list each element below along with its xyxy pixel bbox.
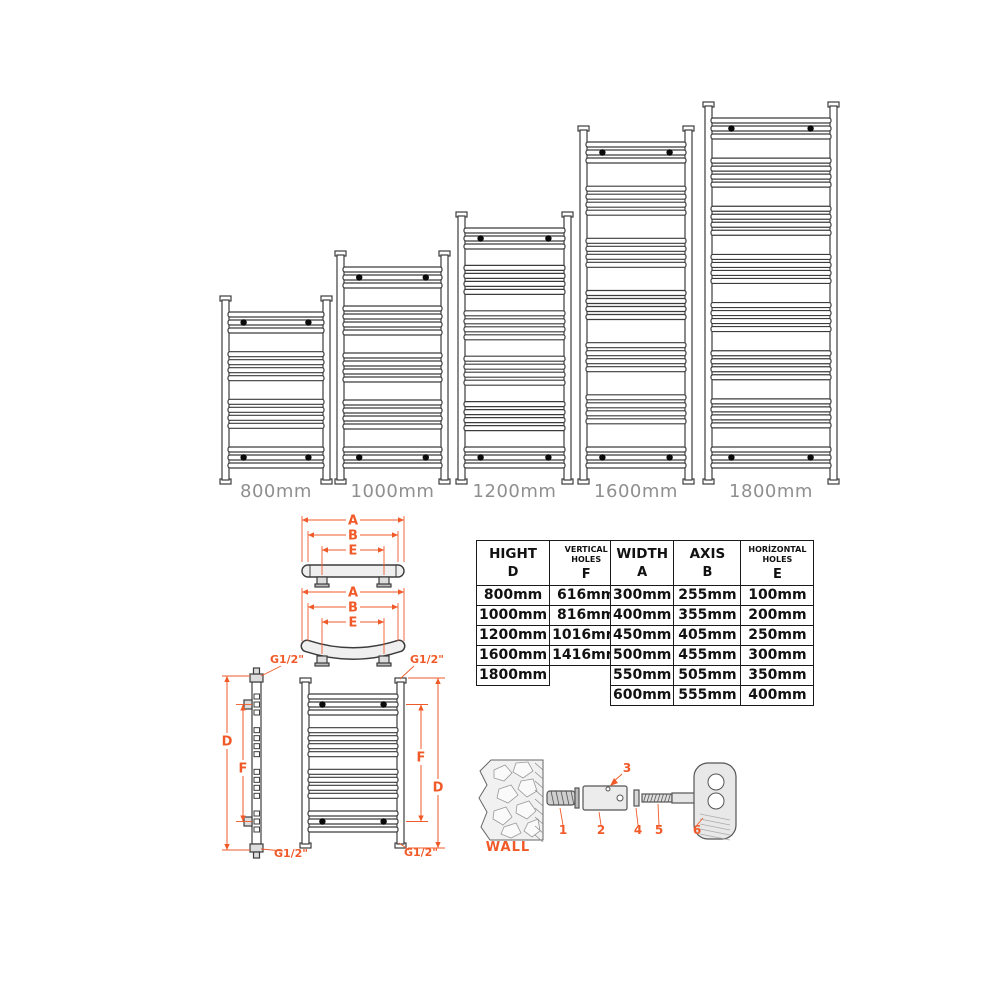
- table-cell: 500mm: [609, 645, 675, 666]
- size-label: 1600mm: [594, 481, 678, 502]
- table-cell: 1800mm: [475, 665, 551, 686]
- column-title: AXIS: [689, 546, 726, 563]
- dim-label-E: E: [349, 544, 358, 559]
- dim-label-A: A: [348, 514, 358, 529]
- table-cell: 1000mm: [475, 605, 551, 626]
- table-cell: 300mm: [740, 645, 815, 666]
- table-cell: 800mm: [475, 585, 551, 606]
- table-cell: 600mm: [609, 685, 675, 706]
- radiator-800mm: 800mm: [219, 295, 333, 502]
- column-letter: E: [772, 566, 782, 582]
- table-cell: 505mm: [673, 665, 742, 686]
- column-title: VERTICAL HOLES: [564, 545, 608, 564]
- table-cell: 255mm: [673, 585, 742, 606]
- dim-label-F: F: [417, 751, 426, 766]
- dim-label-B: B: [348, 601, 358, 616]
- front-view-radiator: [299, 677, 407, 849]
- dim-label-B: B: [348, 529, 358, 544]
- dim-label-F: F: [239, 762, 248, 777]
- connection-label: G1/2": [404, 846, 438, 859]
- table-cell: 455mm: [673, 645, 742, 666]
- connection-label: G1/2": [274, 847, 308, 860]
- table-cell: 555mm: [673, 685, 742, 706]
- table-cell: [549, 665, 623, 686]
- radiator-1600mm: 1600mm: [577, 125, 695, 502]
- table-cell: 1416mm: [549, 645, 624, 666]
- column-title: HORİZONTAL HOLES: [748, 545, 807, 564]
- table-cell: 300mm: [609, 585, 675, 606]
- size-label: 1000mm: [351, 481, 435, 502]
- table-cell: 100mm: [740, 585, 815, 606]
- part-number-5: 5: [655, 823, 663, 837]
- wall-label: WALL: [486, 840, 530, 855]
- table-cell: 200mm: [740, 605, 815, 626]
- column-letter: A: [637, 564, 648, 580]
- size-label: 1800mm: [729, 481, 813, 502]
- table-cell: 350mm: [740, 665, 815, 686]
- part-number-2: 2: [597, 823, 605, 837]
- part-number-6: 6: [693, 823, 701, 837]
- column-letter: D: [507, 564, 519, 580]
- radiator-size-lineup: 800mm 1000mm 1200mm 1600mm 1800mm: [219, 101, 840, 502]
- table-cell: 1016mm: [549, 625, 624, 646]
- table-cell: 355mm: [673, 605, 742, 626]
- table-row: 1800mm: [475, 665, 623, 686]
- connection-label: G1/2": [270, 653, 304, 666]
- table-cell: 1200mm: [475, 625, 551, 646]
- column-header-E: HORİZONTAL HOLES E: [740, 540, 815, 586]
- connection-label: G1/2": [410, 653, 444, 666]
- radiator-1800mm: 1800mm: [702, 101, 840, 502]
- dim-label-A: A: [348, 586, 358, 601]
- part-number-3: 3: [623, 761, 631, 775]
- table-cell: 405mm: [673, 625, 742, 646]
- column-title: WIDTH: [616, 546, 669, 563]
- size-label: 1200mm: [473, 481, 557, 502]
- radiator-1000mm: 1000mm: [334, 250, 451, 502]
- table-cell: 1600mm: [475, 645, 551, 666]
- size-label: 800mm: [240, 481, 312, 502]
- table-cell: 550mm: [609, 665, 675, 686]
- table-cell: 400mm: [740, 685, 815, 706]
- part-number-1: 1: [559, 823, 567, 837]
- dim-label-D: D: [222, 735, 233, 750]
- radiator-1200mm: 1200mm: [455, 211, 574, 502]
- table-cell: 450mm: [609, 625, 675, 646]
- table-cell: 400mm: [609, 605, 675, 626]
- part-number-4: 4: [634, 823, 642, 837]
- column-letter: B: [702, 564, 713, 580]
- column-title: HIGHT: [489, 546, 538, 563]
- column-letter: F: [581, 566, 591, 582]
- dim-label-D: D: [433, 781, 444, 796]
- table-cell: 250mm: [740, 625, 815, 646]
- dim-label-E: E: [349, 616, 358, 631]
